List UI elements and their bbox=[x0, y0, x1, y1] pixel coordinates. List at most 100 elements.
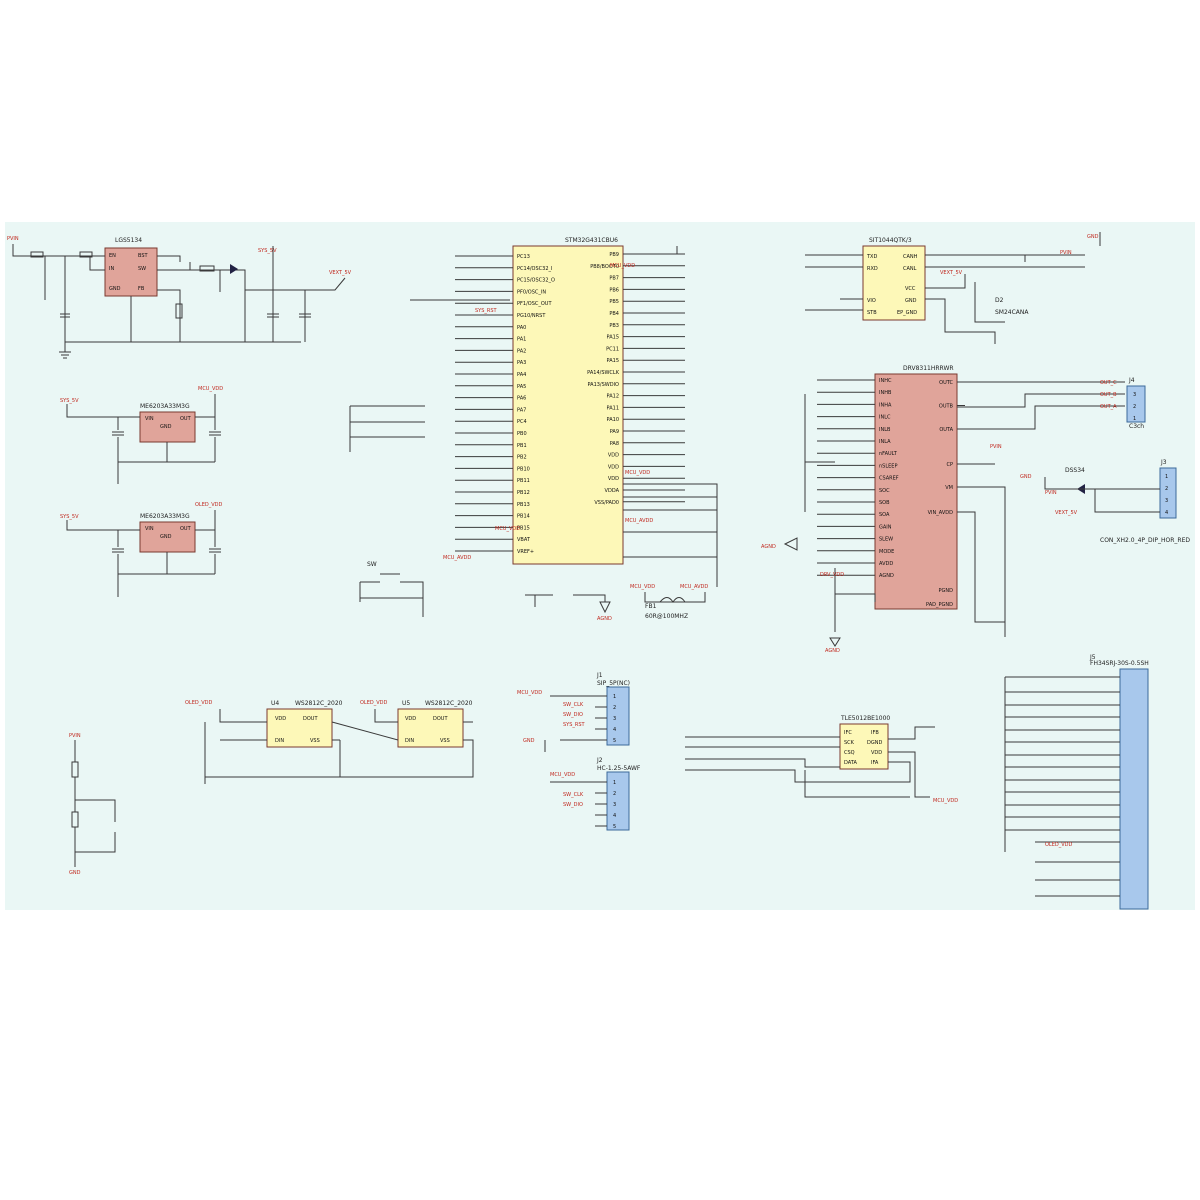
net-vext5v-label: VEXT_5V bbox=[329, 270, 352, 276]
net-sys5v-ldo1: SYS_5V bbox=[60, 398, 79, 404]
encoder-section: TLE5012BE1000 IFC SCK CSQ DATA IFB DGND … bbox=[685, 715, 958, 804]
net-pvin-j3: PVIN bbox=[1045, 490, 1057, 496]
led1-ref: U4 bbox=[271, 700, 279, 707]
mcu-right-pin: PB7 bbox=[609, 276, 619, 282]
drv-right-pin: PGND bbox=[939, 588, 954, 594]
drv-left-pins: INHCINHBINHAINLCINLBINLAnFAULTnSLEEPCSAR… bbox=[817, 378, 899, 579]
can-section: SIT1044QTK/3 TXD RXD VIO STB CANH CANL V… bbox=[805, 232, 1101, 344]
drv-left-pin: AVDD bbox=[879, 561, 893, 567]
led-section: U4 WS2812C_2020 VDD DOUT DIN VSS U5 WS28… bbox=[185, 700, 474, 784]
drv-right-pin: OUTA bbox=[939, 427, 953, 433]
mcu-left-pin: PC15/OSC32_O bbox=[517, 278, 555, 284]
net-agnd-drv2: AGND bbox=[825, 648, 840, 654]
mcu-right-pin: VDD bbox=[608, 464, 619, 470]
can-pin-stb: STB bbox=[867, 310, 877, 316]
mcu-right-pin: PA11 bbox=[607, 405, 619, 411]
u3-pin-gnd: GND bbox=[160, 534, 172, 540]
drv-left-pin: INLB bbox=[879, 427, 891, 433]
net-pvin-can: PVIN bbox=[1060, 250, 1072, 256]
net-sys5v-label: SYS_5V bbox=[258, 248, 277, 254]
u1-pin-en: EN bbox=[109, 253, 116, 259]
can-pin-txd: TXD bbox=[866, 254, 877, 260]
j1-ref: J1 bbox=[596, 672, 603, 679]
j1-pin: 5 bbox=[613, 738, 616, 744]
drv-left-pin: nSLEEP bbox=[879, 463, 897, 469]
net-swclk-j2: SW_CLK bbox=[563, 792, 584, 798]
net-gnd-vdiv: GND bbox=[69, 870, 81, 876]
u3-pin-vin: VIN bbox=[145, 526, 154, 532]
tle-pin-vdd: VDD bbox=[871, 750, 882, 756]
net-mcu-vdd-j1: MCU_VDD bbox=[517, 690, 542, 696]
net-gnd-j1: GND bbox=[523, 738, 535, 744]
net-out-c: OUT_C bbox=[1100, 380, 1117, 386]
j4-body[interactable] bbox=[1126, 385, 1146, 423]
mcu-left-pin: PA3 bbox=[517, 360, 526, 366]
mcu-right-pin: VDDA bbox=[605, 488, 620, 494]
net-oled-vdd-fpc: OLED_VDD bbox=[1045, 842, 1073, 848]
j4-pin-2: 2 bbox=[1133, 404, 1136, 410]
mcu-left-pin: PB10 bbox=[517, 466, 530, 472]
u1-pin-gnd: GND bbox=[109, 286, 121, 292]
mcu-left-pin: VREF+ bbox=[517, 549, 534, 555]
net-out-a: OUT_A bbox=[1100, 404, 1117, 410]
net-agnd-drv: AGND bbox=[761, 544, 776, 550]
reset-switch[interactable] bbox=[359, 573, 424, 617]
u1-pin-fb: FB bbox=[138, 286, 145, 292]
mcu-left-pin: PB2 bbox=[517, 455, 527, 461]
j4-pin-3: 3 bbox=[1133, 392, 1136, 398]
net-swclk-j1: SW_CLK bbox=[563, 702, 584, 708]
mcu-right-pin: VDD bbox=[608, 453, 619, 459]
j1-body[interactable] bbox=[606, 686, 630, 746]
j2-body[interactable] bbox=[606, 771, 630, 831]
j1-pin: 4 bbox=[613, 727, 616, 733]
net-sys5v-ldo2: SYS_5V bbox=[60, 514, 79, 520]
u1-label: LGS5134 bbox=[115, 237, 142, 244]
tle-pin-data: DATA bbox=[844, 760, 857, 766]
d4-label: DSS34 bbox=[1065, 467, 1085, 474]
mcu-right-pin: PA8 bbox=[610, 441, 619, 447]
mcu-right-pin: PA12 bbox=[607, 394, 619, 400]
fb1-value: 60R@100MHZ bbox=[645, 613, 688, 620]
fpc-body[interactable] bbox=[1119, 668, 1149, 910]
j4-ref: J4 bbox=[1128, 377, 1135, 384]
u2-pin-gnd: GND bbox=[160, 424, 172, 430]
j1-pin: 3 bbox=[613, 716, 616, 722]
tle-pin-ifc: IFC bbox=[844, 730, 852, 736]
net-agnd-mcu: AGND bbox=[597, 616, 612, 622]
mcu-left-pin: PA4 bbox=[517, 372, 526, 378]
can-pin-rxd: RXD bbox=[867, 266, 878, 272]
j4-pin-1: 1 bbox=[1133, 416, 1136, 422]
mcu-left-pin: VBAT bbox=[517, 537, 531, 543]
can-body bbox=[862, 245, 926, 321]
drv-left-pin: GAIN bbox=[879, 524, 892, 530]
mcu-left-pin: PA0 bbox=[517, 325, 526, 331]
mcu-right-pin: PB9 bbox=[609, 252, 619, 258]
net-swdio-j1: SW_DIO bbox=[563, 712, 583, 718]
net-gnd-can: GND bbox=[1087, 234, 1099, 240]
led2-pin-din: DIN bbox=[405, 738, 414, 744]
mcu-body bbox=[512, 245, 624, 565]
led2-pin-vdd: VDD bbox=[405, 716, 416, 722]
u1-pin-bst: BST bbox=[138, 253, 149, 259]
mcu-left-pin: PA6 bbox=[517, 396, 526, 402]
led1-pin-dout: DOUT bbox=[303, 716, 318, 722]
j2-pin: 4 bbox=[613, 813, 616, 819]
j3-pin-4: 4 bbox=[1165, 510, 1168, 516]
drv-right-pin: PAD_PGND bbox=[926, 602, 953, 608]
net-gnd-j3: GND bbox=[1020, 474, 1032, 480]
net-mcu-vdd-tle: MCU_VDD bbox=[933, 798, 958, 804]
led2-ref: U5 bbox=[402, 700, 410, 707]
mcu-left-pin: PA2 bbox=[517, 348, 526, 354]
can-pin-canl: CANL bbox=[903, 266, 917, 272]
can-pin-gnd: GND bbox=[905, 298, 917, 304]
mcu-right-pin: PA10 bbox=[607, 417, 619, 423]
schematic-drawing: LGS5134 EN IN GND BST SW FB PVIN SYS_5V … bbox=[7, 232, 1190, 910]
net-pvin-vdiv: PVIN bbox=[69, 733, 81, 739]
mcu-left-pin: PB1 bbox=[517, 443, 527, 449]
r24-resistor bbox=[79, 251, 93, 258]
j3-body[interactable] bbox=[1159, 467, 1177, 519]
mcu-left-pin: PC13 bbox=[517, 254, 530, 260]
drv-left-pin: SLEW bbox=[879, 537, 893, 543]
net-vext5v-can: VEXT_5V bbox=[940, 270, 963, 276]
